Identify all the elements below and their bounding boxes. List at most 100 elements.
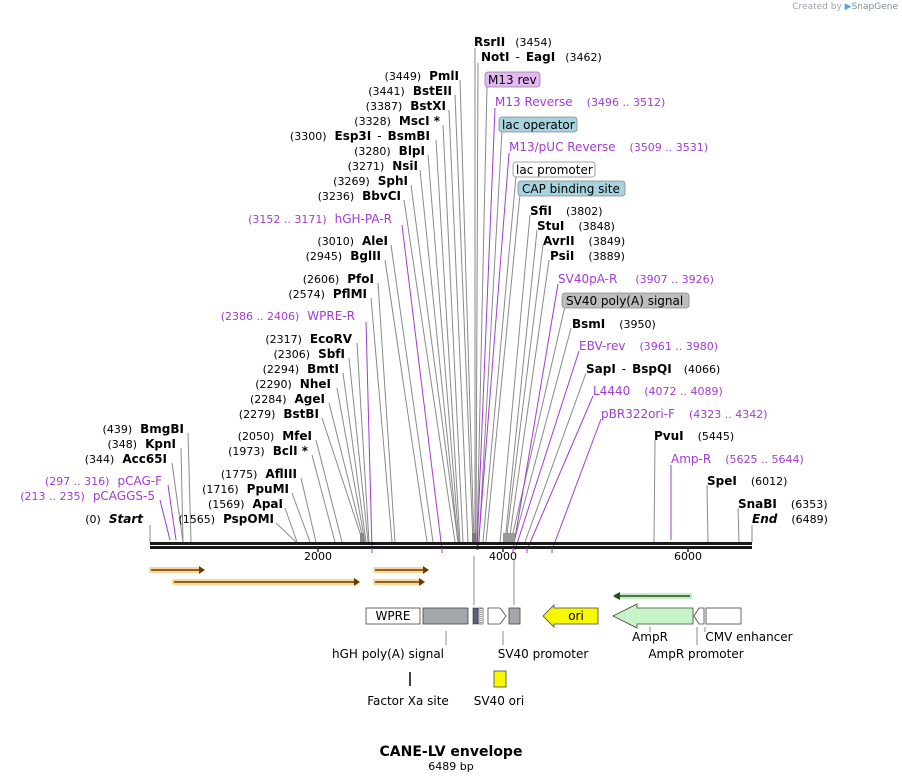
site-name: AflIII bbox=[265, 467, 297, 481]
svg-text:(2279)BstBI: (2279)BstBI bbox=[239, 407, 319, 421]
primer-range: (3496 .. 3512) bbox=[587, 96, 666, 109]
primer-name: Amp-R bbox=[671, 452, 711, 466]
svg-text:(0)Start: (0)Start bbox=[85, 512, 144, 526]
svg-text:(2050)MfeI: (2050)MfeI bbox=[238, 429, 312, 443]
site-pos: (3300) bbox=[290, 130, 327, 143]
small-feature-a bbox=[472, 607, 479, 625]
svg-text:SpeI(6012): SpeI(6012) bbox=[707, 474, 787, 488]
primer-range: (2386 .. 2406) bbox=[221, 310, 300, 323]
primer-ticks bbox=[371, 548, 553, 553]
site-pos: (3462) bbox=[565, 51, 602, 64]
site-pos: (1716) bbox=[202, 483, 239, 496]
primer-label: (2386 .. 2406) WPRE-R bbox=[221, 309, 355, 323]
site-pos: (2290) bbox=[255, 378, 292, 391]
site-pos: (6353) bbox=[791, 498, 828, 511]
ori-feature bbox=[542, 604, 599, 628]
site-pos: (1775) bbox=[221, 468, 258, 481]
svg-text:(3441)BstEII: (3441)BstEII bbox=[368, 84, 452, 98]
site-name: PspOMI bbox=[223, 512, 274, 526]
svg-text:(3269)SphI: (3269) SphI bbox=[333, 174, 408, 188]
svg-text:(3010)AleI: (3010)AleI bbox=[317, 234, 388, 248]
credit-brand: SnapGene bbox=[851, 2, 898, 12]
ampr-promoter-feature bbox=[693, 607, 705, 625]
primer-name: M13/pUC Reverse bbox=[509, 140, 616, 154]
site-name2: EagI bbox=[526, 50, 555, 64]
site-leader-lines bbox=[149, 48, 753, 645]
site-name: MscI * bbox=[399, 114, 441, 128]
primer-label: M13 Reverse (3496 .. 3512) bbox=[495, 95, 665, 109]
site-sep: - bbox=[377, 129, 381, 143]
site-name: AvrII bbox=[543, 234, 575, 248]
svg-text:(3236)BbvCI: (3236)BbvCI bbox=[318, 189, 401, 203]
svg-text:(348)KpnI: (348)KpnI bbox=[108, 437, 177, 451]
site-name: StuI bbox=[537, 219, 564, 233]
site-pos: (3236) bbox=[318, 190, 355, 203]
tick-2000: 2000 bbox=[304, 550, 332, 563]
boxed-feature-labels: M13 rev M13 Reverse(3496 .. 3512) lac op… bbox=[484, 71, 709, 197]
sv40-promoter-label: SV40 promoter bbox=[498, 647, 589, 661]
ampr-feature bbox=[612, 603, 694, 629]
site-name: EcoRV bbox=[310, 332, 353, 346]
svg-text:(2306)SbfI: (2306)SbfI bbox=[274, 347, 346, 361]
site-pos: (2279) bbox=[239, 408, 276, 421]
green-arrow bbox=[613, 592, 692, 600]
orange-arrow-3 bbox=[373, 566, 429, 574]
tick-4000: 4000 bbox=[489, 550, 517, 563]
site-pos: (2050) bbox=[238, 430, 275, 443]
primer-range: (297 .. 316) bbox=[45, 475, 110, 488]
site-name: BlpI bbox=[399, 144, 425, 158]
site-pos: (2294) bbox=[263, 363, 300, 376]
site-sep: - bbox=[516, 50, 520, 64]
primer-label: SV40pA-R(3907 .. 3926) bbox=[558, 272, 714, 286]
box-lac-operator: lac operator bbox=[502, 118, 575, 132]
site-pos: (3449) bbox=[385, 70, 422, 83]
site-pos: (2606) bbox=[303, 273, 340, 286]
svg-text:PvuI(5445): PvuI(5445) bbox=[654, 429, 734, 443]
primer-name: EBV-rev bbox=[579, 339, 625, 353]
site-pos: (3454) bbox=[515, 36, 552, 49]
site-pos: (3441) bbox=[368, 85, 405, 98]
site-name: End bbox=[752, 512, 778, 526]
primer-label: EBV-rev(3961 .. 3980) bbox=[579, 339, 718, 353]
site-pos: (439) bbox=[103, 423, 133, 436]
orange-arrow-4 bbox=[373, 578, 425, 586]
site-name: BstXI bbox=[410, 99, 446, 113]
site-pos: (3269) bbox=[333, 175, 370, 188]
snapgene-logo-icon: ▶ bbox=[844, 2, 852, 12]
svg-text:(3328)MscI *: (3328)MscI * bbox=[354, 114, 440, 128]
site-pos: (3848) bbox=[578, 220, 615, 233]
site-name: Acc65I bbox=[122, 452, 167, 466]
site-name: BclI * bbox=[273, 444, 309, 458]
hgh-polya-label: hGH poly(A) signal bbox=[332, 647, 444, 661]
site-pos: (344) bbox=[85, 453, 115, 466]
orange-arrow-1 bbox=[149, 566, 205, 574]
site-name: NotI bbox=[481, 50, 510, 64]
factor-xa-label: Factor Xa site bbox=[367, 694, 449, 708]
site-name: BmtI bbox=[307, 362, 339, 376]
box-sv40-polya-signal: SV40 poly(A) signal bbox=[566, 294, 683, 308]
site-name: SnaBI bbox=[738, 497, 777, 511]
primer-name: WPRE-R bbox=[307, 309, 355, 323]
site-name: NheI bbox=[300, 377, 331, 391]
site-name: SfiI bbox=[530, 204, 552, 218]
primer-name: M13 Reverse bbox=[495, 95, 573, 109]
site-name: PflMI bbox=[333, 287, 367, 301]
site-name: PsiI bbox=[550, 249, 574, 263]
primer-range: (3509 .. 3531) bbox=[630, 141, 709, 154]
site-pos: (3802) bbox=[566, 205, 603, 218]
svg-text:(1775)AflIII: (1775) AflIII bbox=[221, 467, 297, 481]
site-name: PpuMI bbox=[247, 482, 289, 496]
site-name: BmgBI bbox=[140, 422, 184, 436]
primer-name: pBR322ori-F bbox=[601, 407, 675, 421]
svg-text:End(6489): End(6489) bbox=[752, 512, 828, 526]
svg-text:(3449)PmlI: (3449)PmlI bbox=[385, 69, 459, 83]
credit-prefix: Created by bbox=[792, 2, 842, 12]
site-name: Start bbox=[109, 512, 144, 526]
primer-range: (3152 .. 3171) bbox=[248, 213, 327, 226]
site-pos: (1569) bbox=[208, 498, 245, 511]
svg-text:(439)BmgBI: (439) BmgBI bbox=[103, 422, 184, 436]
svg-text:(2290)NheI: (2290) NheI bbox=[255, 377, 331, 391]
site-name: NsiI bbox=[392, 159, 418, 173]
site-name: SphI bbox=[378, 174, 408, 188]
